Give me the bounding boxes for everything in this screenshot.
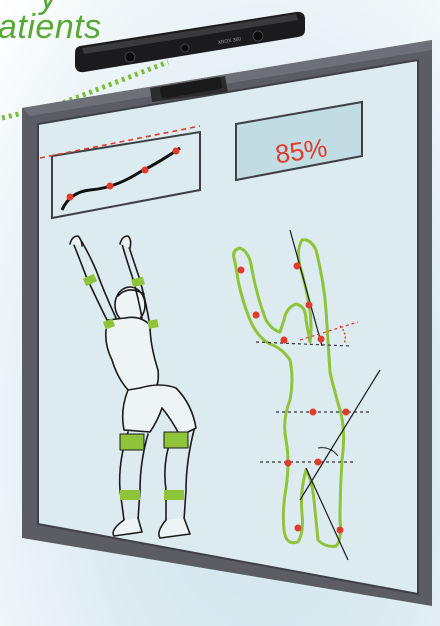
sensor-lens-right	[253, 31, 263, 41]
joint-foot	[295, 525, 302, 532]
joint-knee-left	[285, 460, 292, 467]
knee-band-left	[120, 434, 144, 450]
joint-hand-right	[294, 263, 301, 270]
joint-ankle	[337, 527, 344, 534]
sensor-lens-left	[125, 52, 135, 62]
joint-knee-right	[315, 459, 322, 466]
joint-hip-right	[343, 409, 350, 416]
graph-point-3	[142, 167, 149, 174]
joint-hip-left	[310, 409, 317, 416]
knee-band-right	[164, 432, 188, 448]
graph-point-4	[173, 148, 180, 155]
joint-shoulder	[281, 337, 288, 344]
graph-point-1	[67, 194, 74, 201]
elbow-band-right	[147, 319, 158, 329]
graph-point-2	[107, 183, 114, 190]
joint-neck	[318, 336, 325, 343]
joint-elbow-left	[253, 312, 260, 319]
ankle-band-left	[120, 490, 140, 500]
ankle-band-right	[164, 490, 184, 500]
joint-elbow-right	[306, 302, 313, 309]
sensor-lens-mid	[181, 44, 189, 52]
joint-hand-left	[238, 267, 245, 274]
